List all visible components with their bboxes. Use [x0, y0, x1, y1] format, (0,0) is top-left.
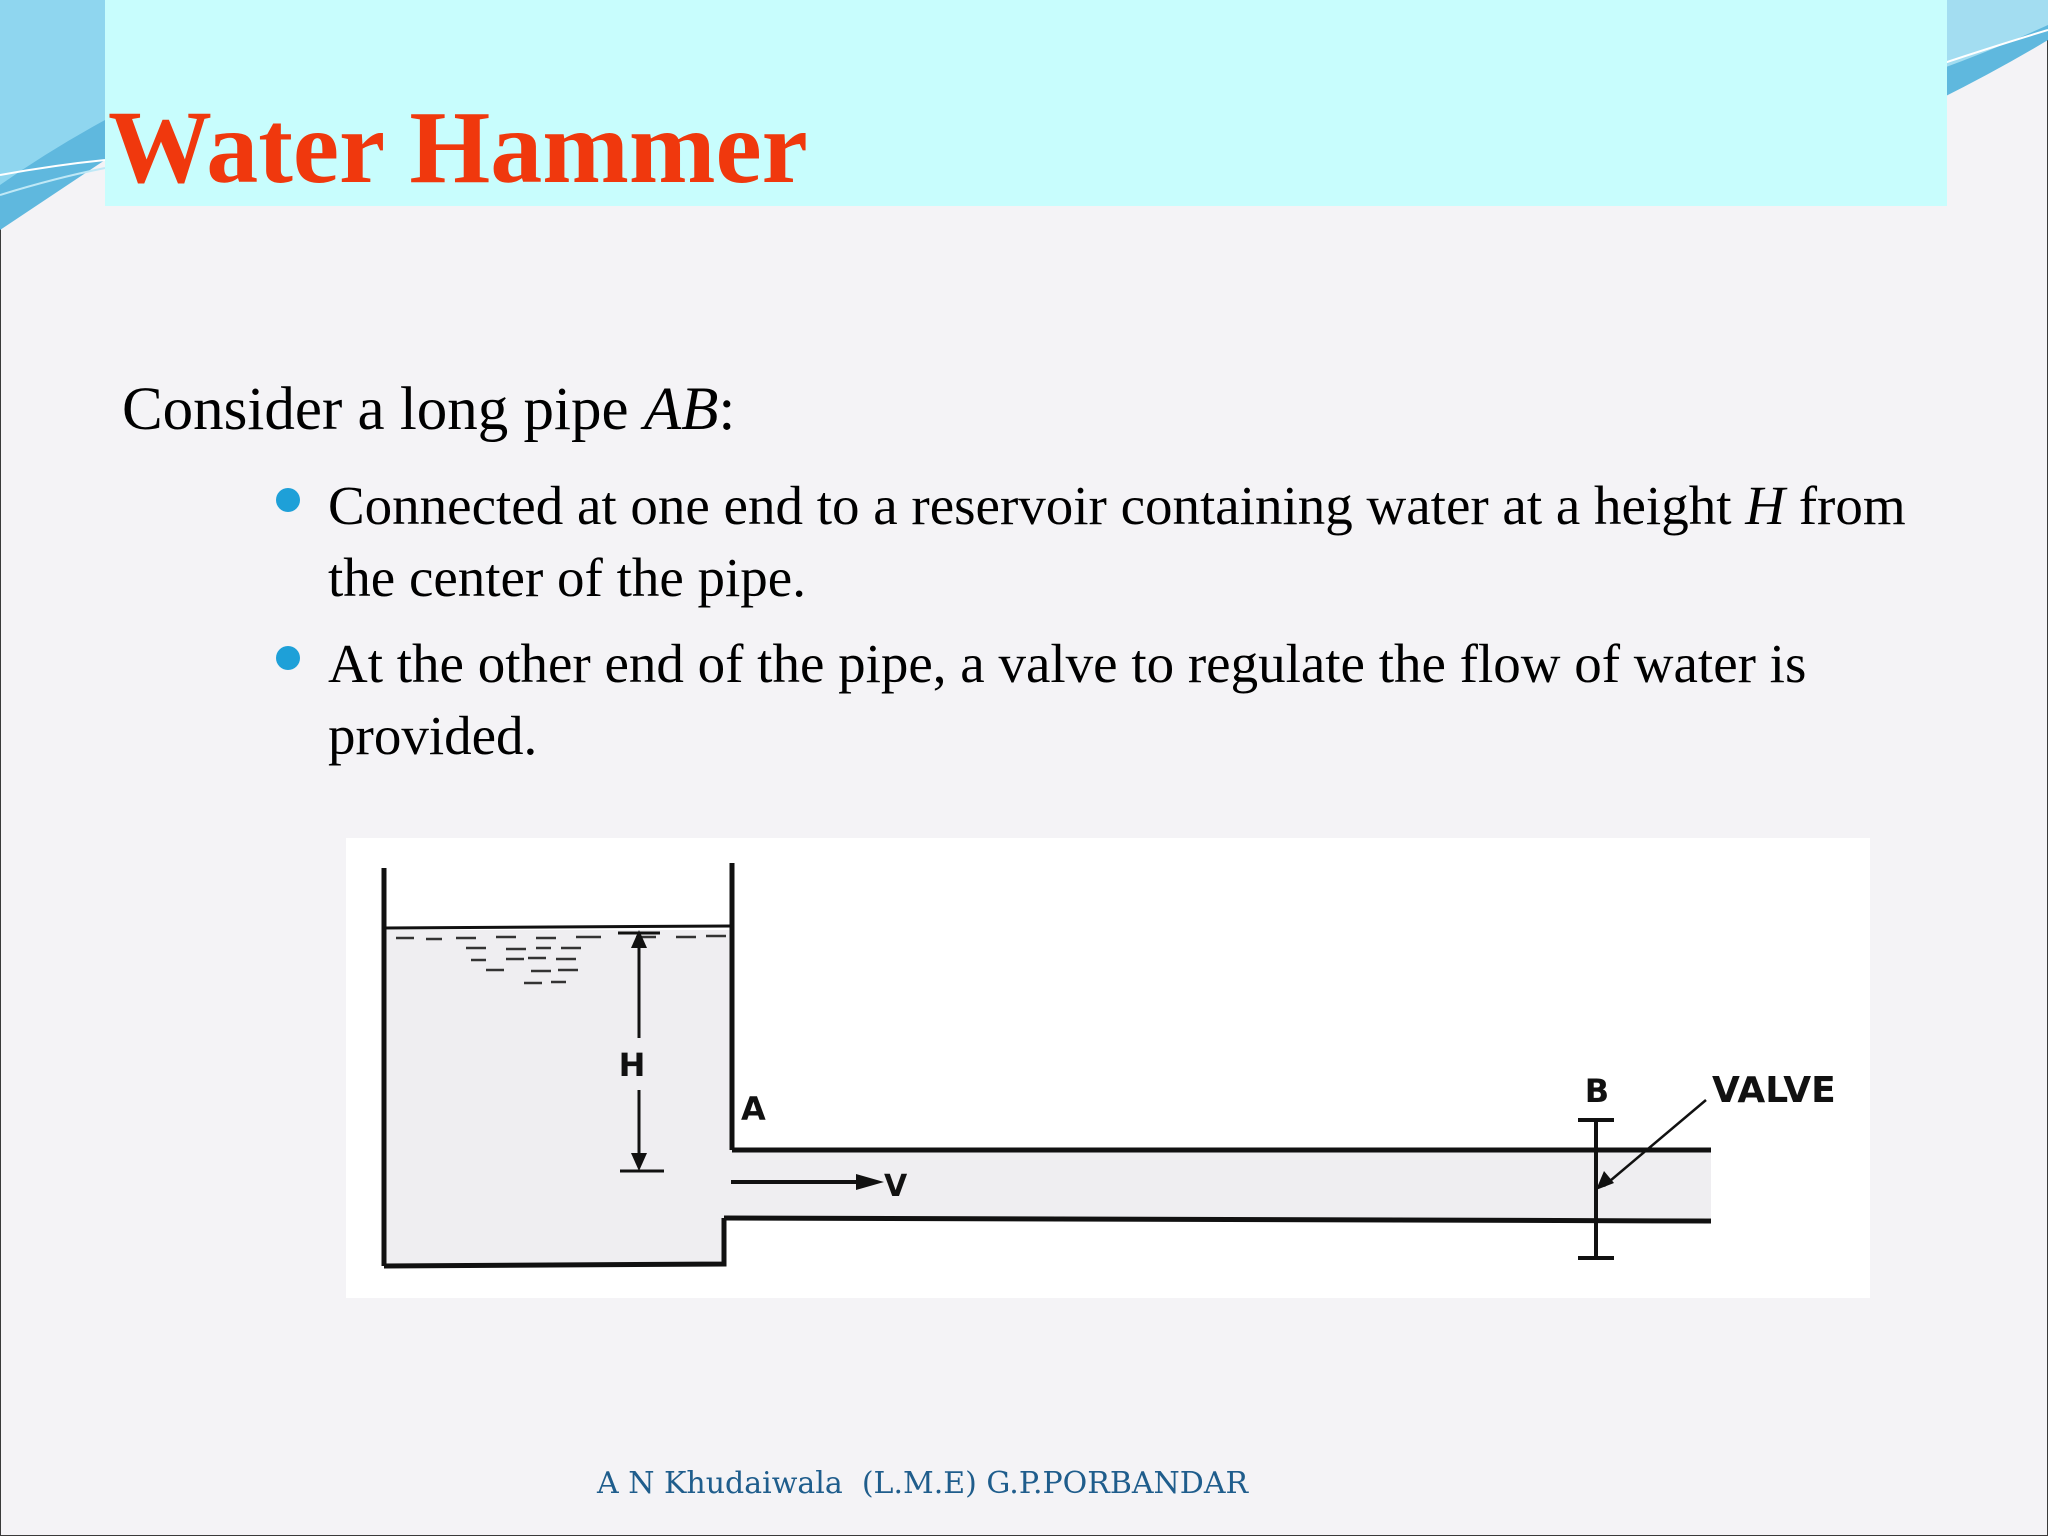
reservoir-bottom: [383, 1218, 727, 1269]
pipe-name: AB: [643, 376, 719, 443]
title-band: [105, 0, 1947, 206]
corner-wave-decoration-left: [0, 0, 106, 230]
bullet-dot-icon: [276, 646, 300, 670]
end-b-label: B: [1585, 1072, 1609, 1110]
reservoir-water: [384, 930, 1711, 1266]
reservoir-pipe-diagram: H A B V VALVE: [346, 838, 1870, 1298]
height-label: H: [619, 1046, 646, 1084]
height-dimension-line: [618, 931, 664, 1173]
intro-suffix: :: [718, 376, 736, 443]
water-surface: [385, 924, 733, 930]
diagram-svg: H A B V VALVE: [381, 863, 1836, 1269]
end-a-label: A: [741, 1090, 766, 1128]
pipe-bottom-wall: [723, 1215, 1712, 1224]
bullet-text: At the other end of the pipe, a valve to…: [328, 633, 1807, 766]
bullet-list: Connected at one end to a reservoir cont…: [272, 470, 1912, 786]
height-arrow-top: [631, 930, 647, 948]
velocity-arrowhead: [856, 1174, 884, 1190]
height-arrow-bottom: [631, 1153, 647, 1171]
bullet-text-part: Connected at one end to a reservoir cont…: [328, 475, 1746, 536]
valve-pointer-arrowhead: [1596, 1171, 1614, 1190]
height-symbol: H: [1745, 475, 1785, 536]
footer-credit: A N Khudaiwala (L.M.E) G.P.PORBANDAR: [597, 1466, 1249, 1501]
slide-title: Water Hammer: [108, 90, 808, 205]
valve-label: VALVE: [1712, 1070, 1836, 1111]
valve-stem: [1578, 1118, 1614, 1260]
valve-leader-line: [1603, 1099, 1707, 1187]
bullet-item: At the other end of the pipe, a valve to…: [272, 628, 1912, 772]
velocity-label: V: [884, 1169, 908, 1204]
bullet-item: Connected at one end to a reservoir cont…: [272, 470, 1912, 614]
intro-prefix: Consider a long pipe: [122, 376, 644, 443]
bullet-text-part: from the center of the pipe.: [328, 475, 1906, 608]
corner-wave-decoration-right: [1938, 0, 2048, 100]
intro-line: Consider a long pipe AB:: [122, 373, 735, 446]
water-ripples: [396, 934, 726, 985]
bullet-dot-icon: [276, 488, 300, 512]
